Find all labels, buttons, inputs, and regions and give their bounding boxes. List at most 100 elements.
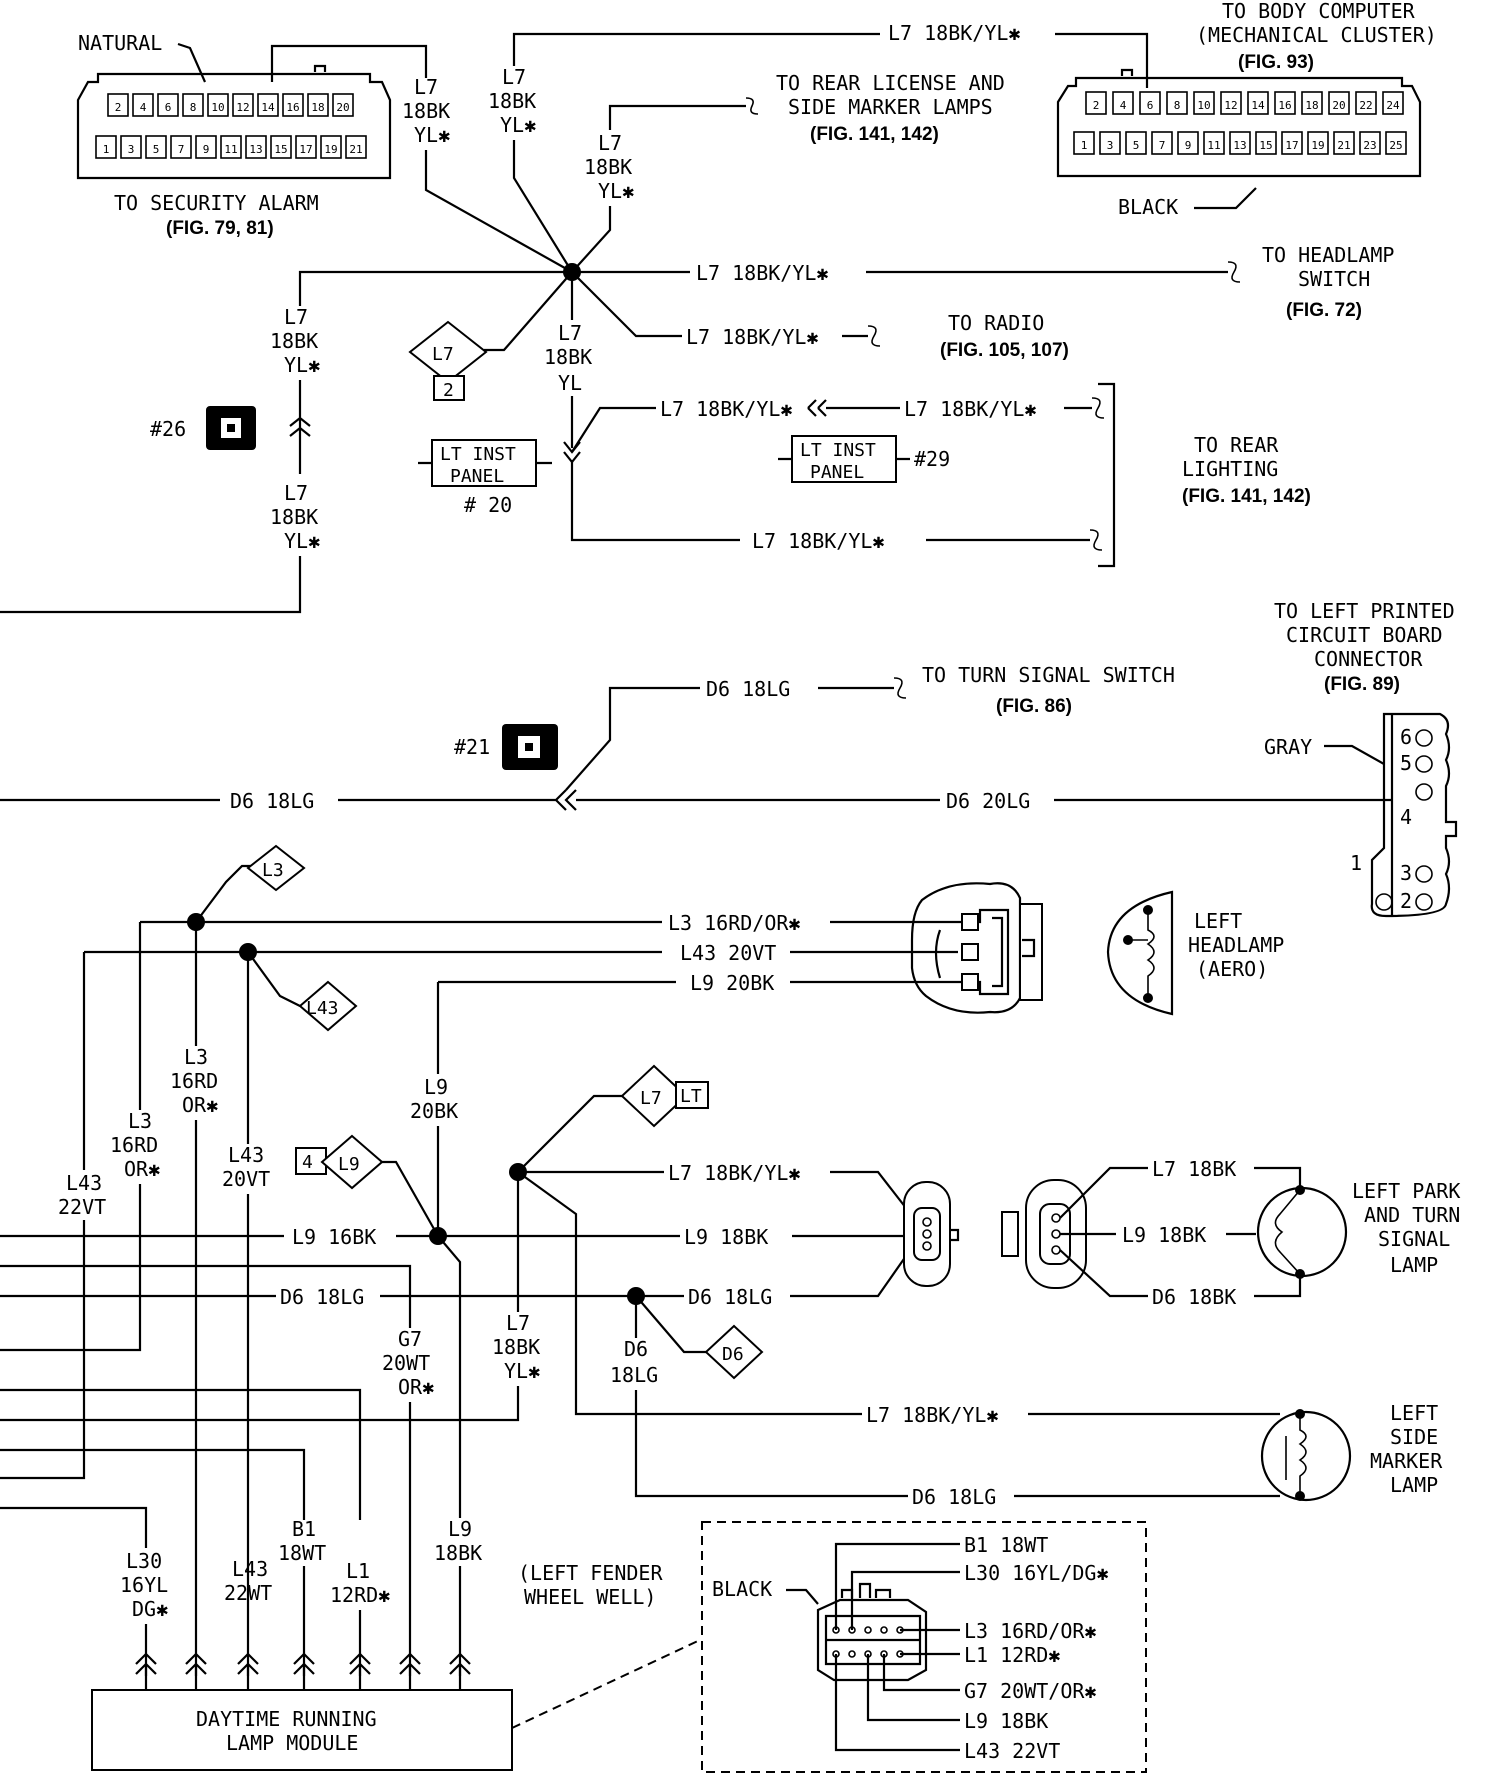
security-alarm-top-pin-label: 2 xyxy=(115,101,122,114)
side-label-4: LAMP xyxy=(1390,1473,1438,1497)
park-label-3: SIGNAL xyxy=(1378,1227,1450,1251)
body-computer-top-pin-box xyxy=(1382,91,1404,115)
natural-label: NATURAL xyxy=(78,31,162,55)
diamond-l7-2: L7 2 xyxy=(408,320,488,401)
security-alarm-top-pin-label: 4 xyxy=(140,101,147,114)
security-alarm-bottom-pin-label: 7 xyxy=(178,143,185,156)
pcb-pin-4: 4 xyxy=(1400,805,1412,829)
security-alarm-bottom-pin-box xyxy=(295,135,317,159)
yl-center: YL xyxy=(558,371,582,395)
security-alarm-top-pin-label: 8 xyxy=(190,101,197,114)
headlamp-switch-fig: (FIG. 72) xyxy=(1286,300,1362,321)
body-computer-bottom-pin-box xyxy=(1281,131,1303,155)
body-computer-top-pin-label: 16 xyxy=(1278,99,1291,112)
module-terminals xyxy=(135,1652,471,1690)
park-lamp-connector-left xyxy=(903,1181,960,1287)
d6-turn-signal-wire xyxy=(565,686,700,791)
gray-label: GRAY xyxy=(1264,735,1312,759)
natural-leader xyxy=(177,42,207,83)
body-computer-bottom-pin-box xyxy=(1203,131,1225,155)
security-alarm-bottom-pin-label: 5 xyxy=(153,143,160,156)
security-alarm-bottom-pin-label: 21 xyxy=(349,143,362,156)
security-alarm-bottom-pin-label: 1 xyxy=(103,143,110,156)
module-terminal-chevron xyxy=(349,1652,371,1690)
security-alarm-top-pin-label: 14 xyxy=(261,101,275,114)
body-computer-bottom-pin-label: 11 xyxy=(1207,139,1220,152)
security-alarm-top-pin-box xyxy=(282,93,304,117)
body-computer-label-1: TO BODY COMPUTER xyxy=(1222,0,1416,23)
lt-inst-29-1: LT INST xyxy=(800,440,876,461)
v-l9-18bk-2: 18BK xyxy=(434,1541,482,1565)
conn-g7-label: G7 20WT/OR✱ xyxy=(964,1679,1096,1703)
side-marker-bulb xyxy=(1260,1409,1352,1502)
l7-top-2: L7 xyxy=(502,65,526,89)
ylstar-top-2: YL✱ xyxy=(500,113,536,137)
l7-center: L7 xyxy=(558,321,582,345)
l7-left-1: L7 xyxy=(284,305,308,329)
diamond-l7-lt: L7 LT xyxy=(517,1064,709,1173)
d6-20lg-label: D6 20LG xyxy=(946,789,1030,813)
conn-l9-label: L9 18BK xyxy=(964,1709,1048,1733)
v-g7-3: OR✱ xyxy=(398,1375,434,1399)
body-computer-top-pin-box xyxy=(1220,91,1242,115)
v-l7-3: YL✱ xyxy=(504,1359,540,1383)
l9-18bk-label: L9 18BK xyxy=(684,1225,768,1249)
body-computer-top-pin-label: 22 xyxy=(1359,99,1372,112)
bk18-rear: 18BK xyxy=(584,155,632,179)
l7-rear: L7 xyxy=(598,131,622,155)
conn-l43-label: L43 22VT xyxy=(964,1739,1060,1763)
body-computer-bottom-pin-label: 1 xyxy=(1081,139,1088,152)
diamond-2-text: 2 xyxy=(443,380,454,401)
security-alarm-bottom-pin-box xyxy=(345,135,367,159)
rear-lighting-label-1: TO REAR xyxy=(1194,433,1279,457)
lt-inst-panel-29: LT INST PANEL #29 xyxy=(778,435,950,483)
drl-label-2: LAMP MODULE xyxy=(226,1731,358,1755)
security-alarm-top-pin-label: 18 xyxy=(311,101,324,114)
v-l9-2: 20BK xyxy=(410,1099,458,1123)
body-computer-bottom-pin-box xyxy=(1229,131,1251,155)
body-computer-bottom-pin-label: 17 xyxy=(1285,139,1298,152)
headlamp-label-2: HEADLAMP xyxy=(1188,933,1284,957)
security-alarm-top-pin-box xyxy=(257,93,279,117)
security-alarm-bottom-pin-box xyxy=(245,135,267,159)
diamond-4-text: 4 xyxy=(302,1152,313,1173)
conn-l3-label: L3 16RD/OR✱ xyxy=(964,1619,1096,1643)
body-computer-bottom-pin-box xyxy=(1099,131,1121,155)
conn-l30-label: L30 16YL/DG✱ xyxy=(964,1561,1109,1585)
v-l30-1: L30 xyxy=(126,1549,162,1573)
lt-inst-20-1: LT INST xyxy=(440,444,516,465)
v-l43-b-2: 22VT xyxy=(58,1195,106,1219)
v-l9-1: L9 xyxy=(424,1075,448,1099)
body-computer-bottom-pin-label: 5 xyxy=(1133,139,1140,152)
v-l43-a-2: 20VT xyxy=(222,1167,270,1191)
radio-label: TO RADIO xyxy=(948,311,1044,335)
diamond-l43: L43 xyxy=(247,951,358,1032)
body-computer-top-pin-label: 14 xyxy=(1251,99,1265,112)
lt-inst-29-2: PANEL xyxy=(810,462,864,483)
bk18-center: 18BK xyxy=(544,345,592,369)
body-computer-bottom-pin-box xyxy=(1307,131,1329,155)
body-computer-bottom-pin-box xyxy=(1255,131,1277,155)
rear-license-label-2: SIDE MARKER LAMPS xyxy=(788,95,993,119)
no29-label: #29 xyxy=(914,447,950,471)
security-alarm-fig: (FIG. 79, 81) xyxy=(166,218,274,239)
pcb-connector: 6 5 4 3 2 1 xyxy=(1350,712,1458,918)
security-alarm-bottom-pin-label: 13 xyxy=(249,143,262,156)
body-computer-top-pin-box xyxy=(1085,91,1107,115)
body-computer-bottom-pin-label: 25 xyxy=(1389,139,1402,152)
v-b1-2: 18WT xyxy=(278,1541,326,1565)
body-computer-bottom-pin-label: 3 xyxy=(1107,139,1114,152)
rear-lighting-fig: (FIG. 141, 142) xyxy=(1182,486,1311,507)
park-label-1: LEFT PARK xyxy=(1352,1179,1460,1203)
ground-26-icon xyxy=(206,406,256,450)
diamond-lt-text: LT xyxy=(680,1086,702,1107)
security-alarm-top-pin-label: 20 xyxy=(336,101,349,114)
diamond-l7-text-b: L7 xyxy=(640,1088,662,1109)
body-computer-fig: (FIG. 93) xyxy=(1238,52,1314,73)
body-computer-bottom-pin-label: 21 xyxy=(1337,139,1350,152)
v-l9-18bk-1: L9 xyxy=(448,1517,472,1541)
turn-signal-fig: (FIG. 86) xyxy=(996,696,1072,717)
black-leader-top xyxy=(1194,187,1257,210)
security-alarm-top-pin-label: 6 xyxy=(165,101,172,114)
